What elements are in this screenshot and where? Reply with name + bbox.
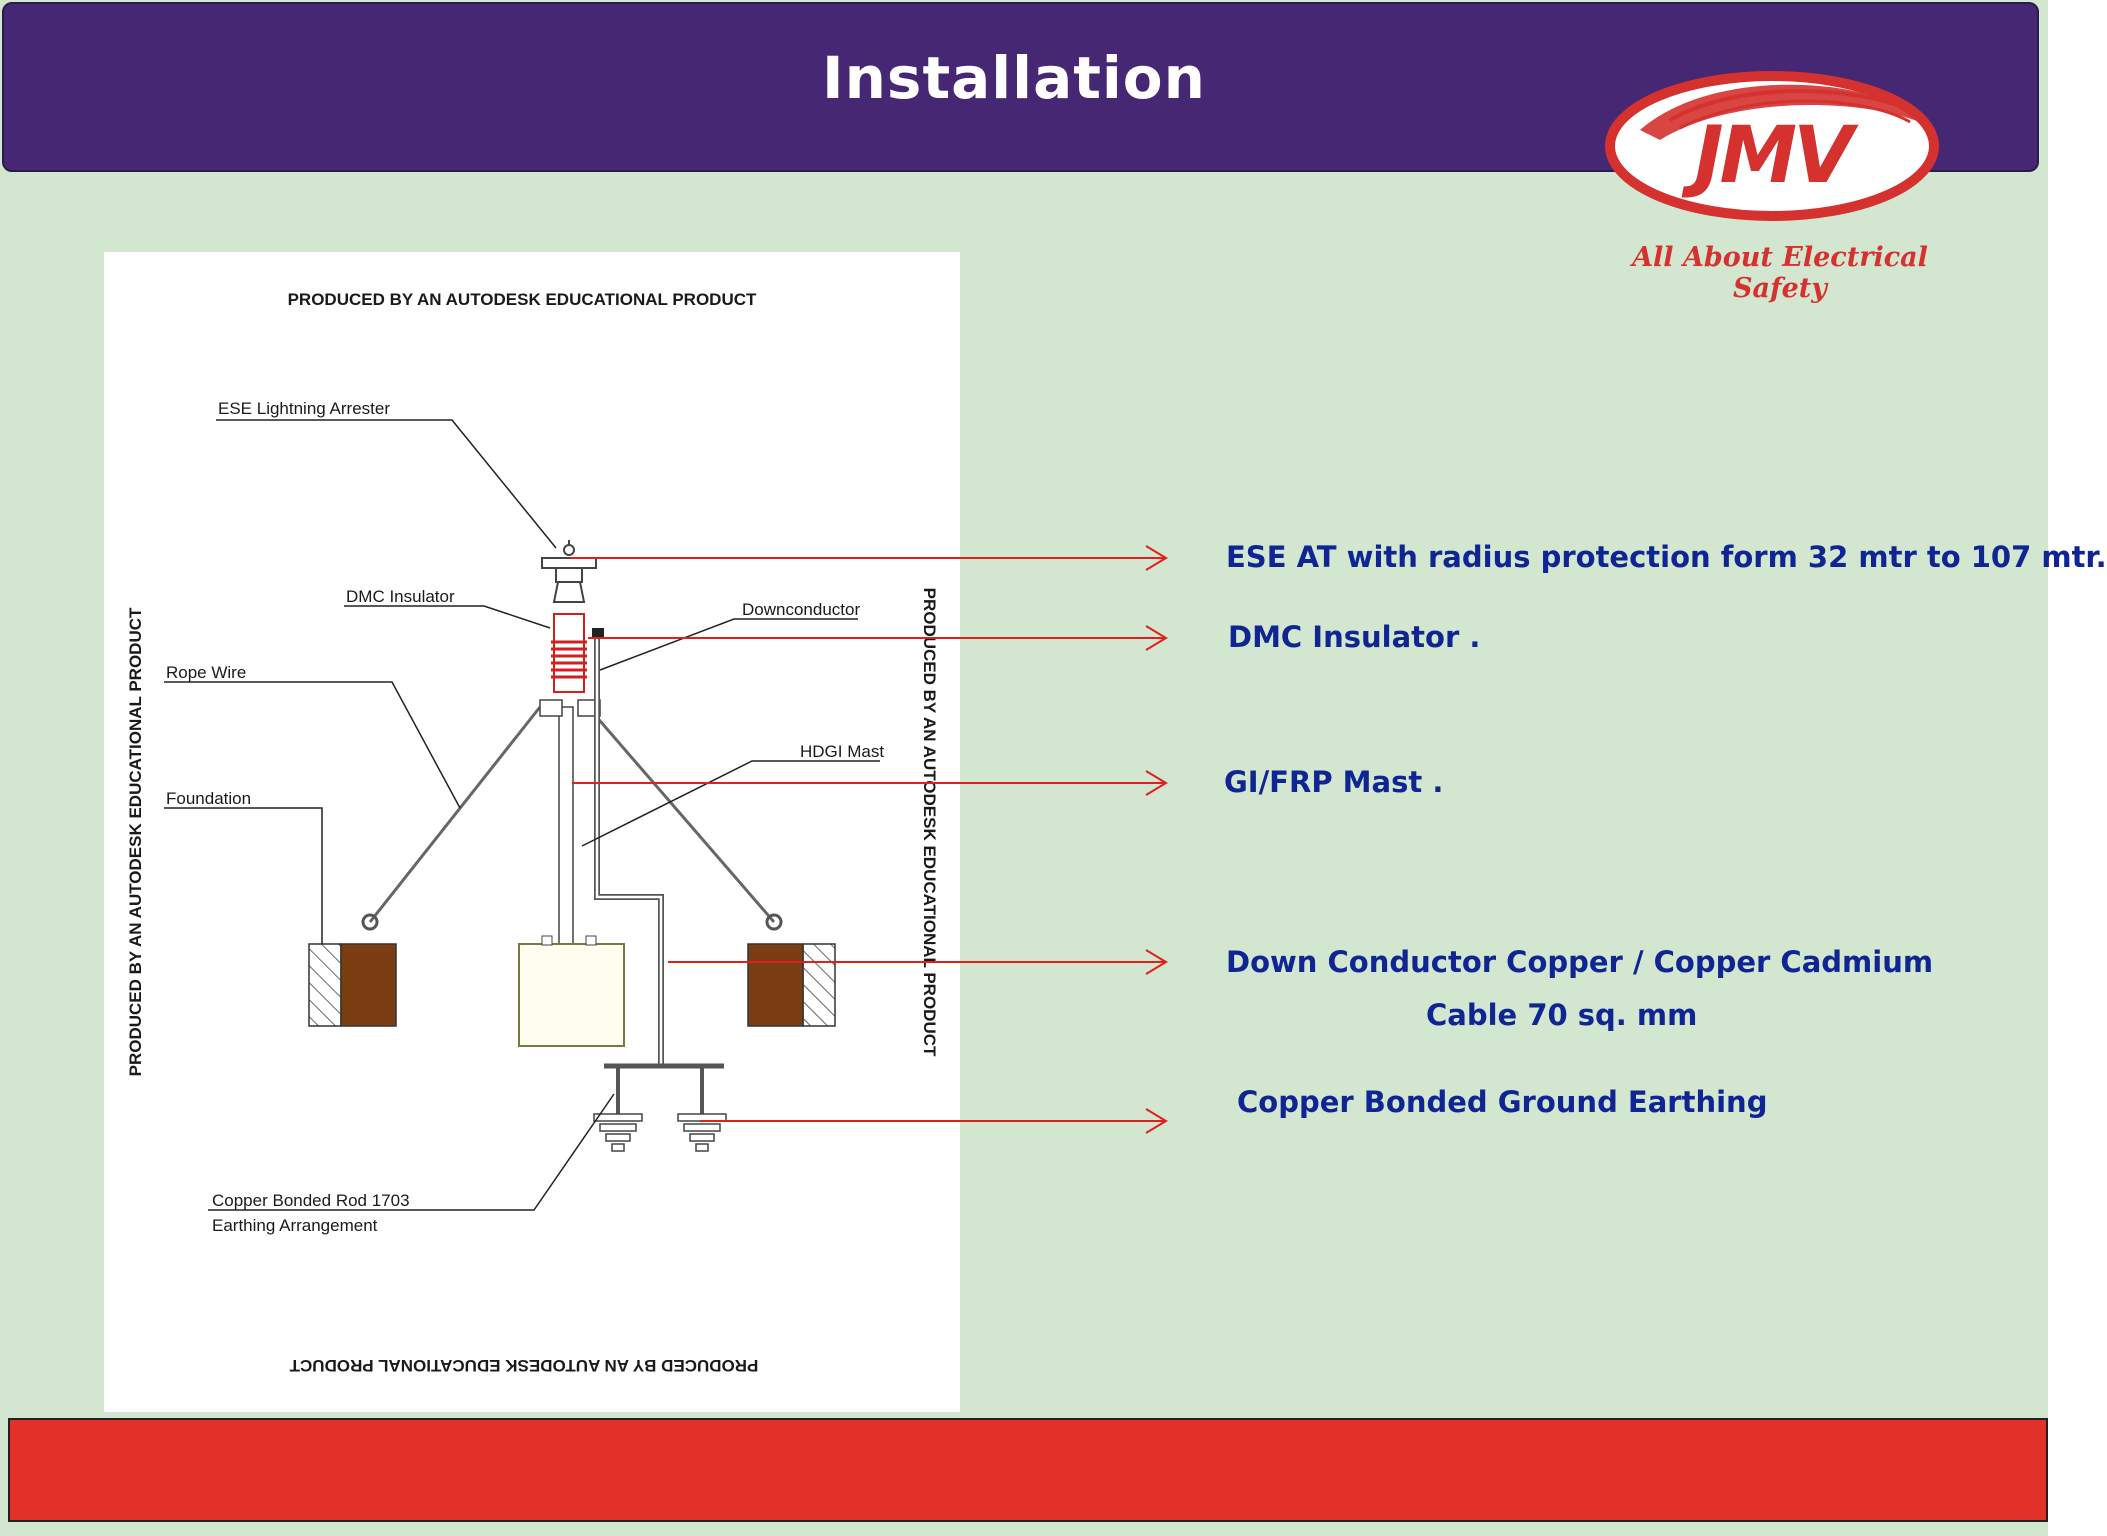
brand-tagline: All About Electrical Safety (1632, 242, 1928, 304)
callout-foundation: Foundation (166, 789, 251, 808)
foundation-center (518, 943, 625, 1047)
callout-rope-wire: Rope Wire (166, 663, 246, 682)
watermark-right: PRODUCED BY AN AUTODESK EDUCATIONAL PROD… (920, 588, 939, 1057)
foundation-right-hatch (802, 943, 836, 1027)
label-down-conductor-line2: Cable 70 sq. mm (1426, 998, 1698, 1032)
foundation-left (340, 943, 397, 1027)
foundation-left-hatch (308, 943, 342, 1027)
earth-rod-left (593, 1113, 643, 1152)
watermark-top: PRODUCED BY AN AUTODESK EDUCATIONAL PROD… (288, 290, 757, 309)
callout-dmc-insulator: DMC Insulator (346, 587, 455, 606)
footer-bar (8, 1418, 2048, 1522)
rope-wire-right (586, 706, 776, 923)
dmc-insulator (553, 613, 585, 693)
mast (558, 706, 574, 948)
anchor-ring-right (765, 913, 783, 931)
callout-rod-line2: Earthing Arrangement (212, 1216, 378, 1235)
ese-arrester (552, 581, 586, 603)
logo-swoosh-3 (1679, 99, 1911, 130)
installation-drawing: PRODUCED BY AN AUTODESK EDUCATIONAL PROD… (104, 252, 960, 1412)
rope-wire-left (368, 706, 542, 923)
logo-swoosh-2 (1669, 89, 1922, 122)
anchor-ring-left (361, 913, 379, 931)
callout-hdgi-mast: HDGI Mast (800, 742, 884, 761)
watermark-bottom: PRODUCED BY AN AUTODESK EDUCATIONAL PROD… (289, 1356, 758, 1375)
watermark-left: PRODUCED BY AN AUTODESK EDUCATIONAL PROD… (126, 607, 145, 1076)
logo-text: JMV (1681, 111, 1859, 201)
label-gi-frp-mast: GI/FRP Mast . (1224, 765, 1444, 799)
earth-rod-right (677, 1113, 727, 1152)
foundation-right (747, 943, 804, 1027)
label-down-conductor-line1: Down Conductor Copper / Copper Cadmium (1226, 945, 1934, 979)
callout-downconductor: Downconductor (742, 600, 860, 619)
label-earthing: Copper Bonded Ground Earthing (1237, 1085, 1768, 1119)
label-dmc-insulator: DMC Insulator . (1228, 620, 1481, 654)
callout-rod-line1: Copper Bonded Rod 1703 (212, 1191, 410, 1210)
logo-swoosh (1640, 84, 1935, 140)
label-ese-at: ESE AT with radius protection form 32 mt… (1226, 540, 2107, 574)
mast-clamp-left (539, 699, 563, 717)
jmv-logo: JMV (1605, 71, 1939, 221)
page-title: Installation (822, 44, 1206, 112)
callout-ese-lightning-arrester: ESE Lightning Arrester (218, 399, 390, 418)
